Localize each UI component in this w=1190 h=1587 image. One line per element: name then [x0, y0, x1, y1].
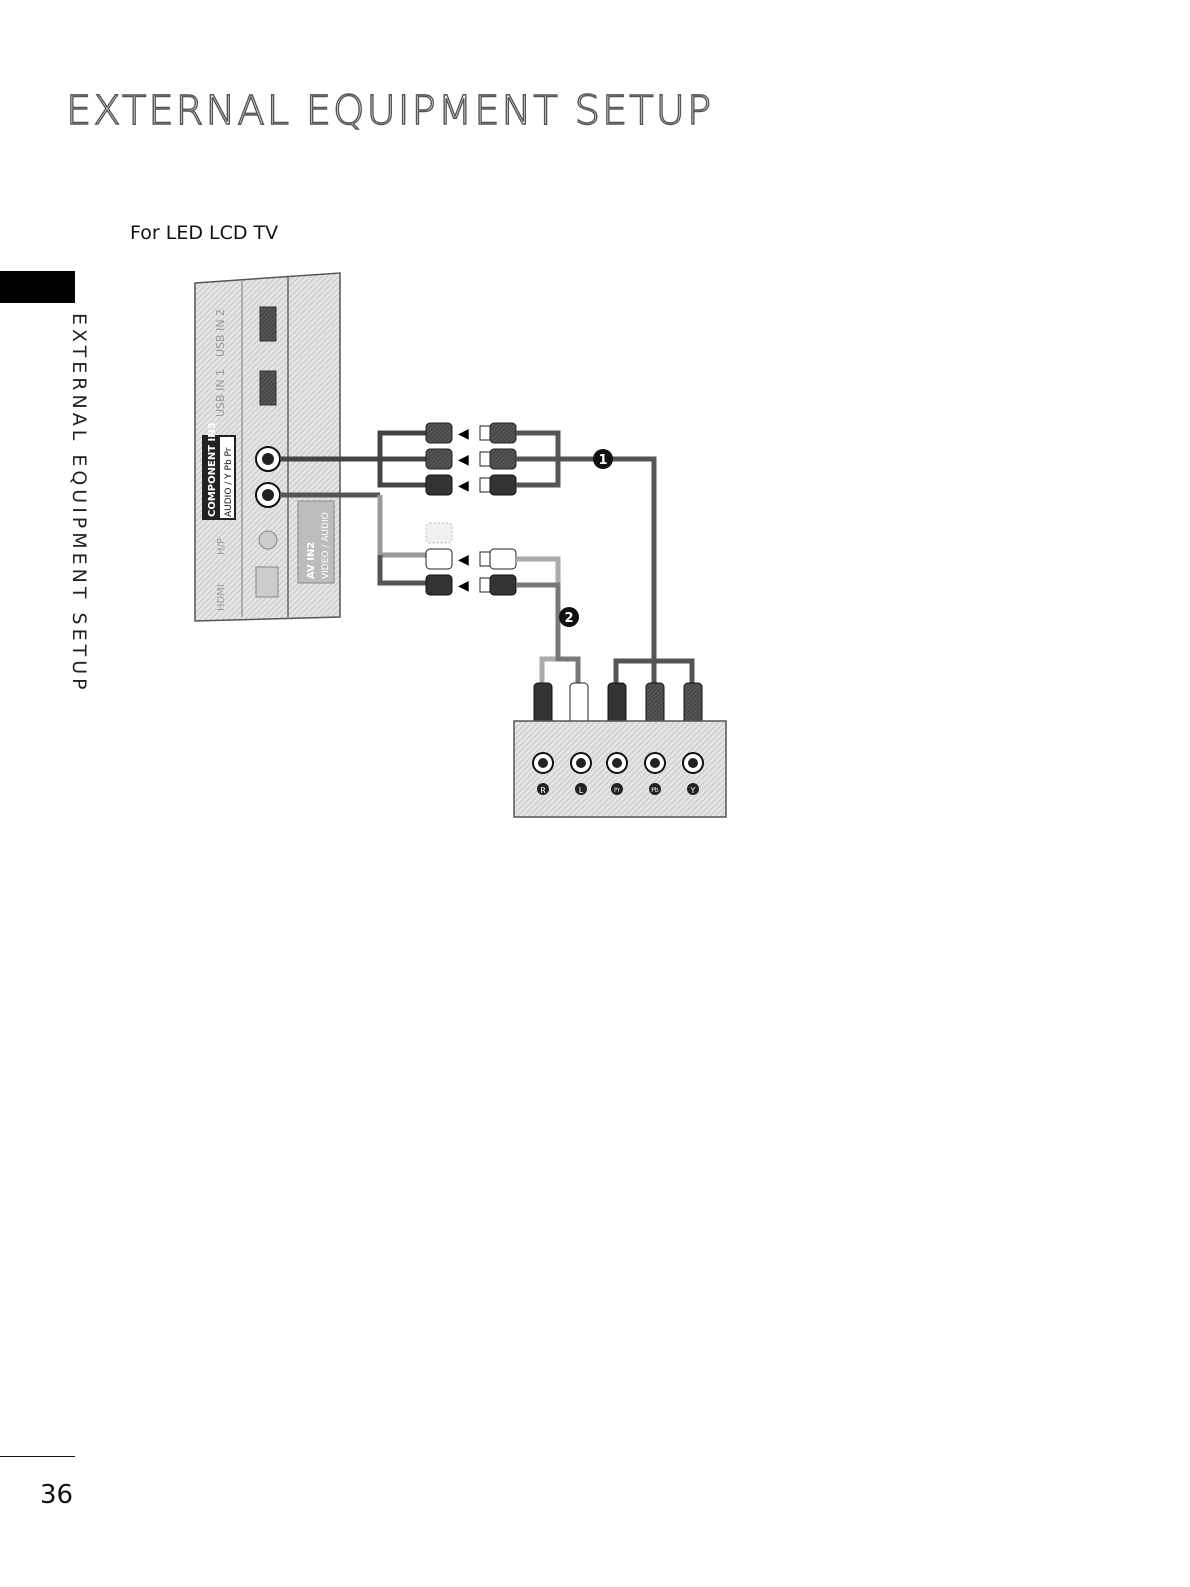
svg-text:◀: ◀: [458, 552, 469, 568]
device-jack-pb: Pb: [644, 752, 666, 795]
usb-port-2: [259, 306, 277, 342]
svg-text:◀: ◀: [458, 426, 469, 442]
connector-row-6: ◀: [425, 574, 517, 596]
side-section-label: EXTERNAL EQUIPMENT SETUP: [68, 313, 90, 694]
svg-text:◀: ◀: [458, 478, 469, 494]
av-sub-label: VIDEO / AUDIO: [321, 512, 331, 579]
svg-text:◀: ◀: [458, 452, 469, 468]
callout-2: 2: [559, 607, 579, 627]
device-jack-l: L: [570, 752, 592, 795]
device-jack-y: Y: [682, 752, 704, 795]
callout-1: 1: [593, 449, 613, 469]
svg-text:◀: ◀: [458, 578, 469, 594]
svg-text:L: L: [579, 786, 584, 795]
svg-text:Pb: Pb: [651, 787, 659, 794]
usb2-label: USB IN 2: [214, 309, 227, 357]
usb1-label: USB IN 1: [214, 369, 227, 417]
connector-row-1: ◀: [425, 422, 517, 444]
component-sub-label: AUDIO / Y Pb Pr: [224, 447, 234, 517]
connector-row-2: ◀: [425, 448, 517, 470]
hdmi-label: HDMI: [216, 584, 227, 611]
connector-row-3: ◀: [425, 474, 517, 496]
page-number: 36: [40, 1480, 74, 1510]
device-jack-pr: Pr: [606, 752, 628, 795]
svg-text:R: R: [540, 786, 546, 795]
svg-text:Y: Y: [690, 786, 696, 795]
device-jack-r: R: [532, 752, 554, 795]
page-title: EXTERNAL EQUIPMENT SETUP: [65, 87, 714, 134]
hp-label: H/P: [216, 538, 227, 555]
component-label: COMPONENT IN3: [207, 422, 218, 517]
svg-text:2: 2: [564, 611, 573, 626]
external-device: R L Pr Pb Y: [513, 720, 727, 818]
svg-text:1: 1: [598, 453, 607, 468]
usb-port-1: [259, 370, 277, 406]
connector-row-4: [425, 522, 453, 544]
connector-row-5: ◀: [425, 548, 517, 570]
device-plugs: [533, 682, 703, 730]
cable-connectors: ◀ ◀ ◀ ◀ ◀: [425, 422, 517, 596]
diagram-subtitle: For LED LCD TV: [130, 222, 279, 244]
tv-side-cables: [280, 430, 430, 586]
connection-diagram: USB IN 2 USB IN 1 COMPONENT IN3 AUDIO / …: [194, 272, 727, 818]
footer-rule: [0, 1456, 75, 1457]
device-side-cables: [516, 430, 695, 685]
section-tab-marker: [0, 271, 75, 303]
tv-side-panel: USB IN 2 USB IN 1 COMPONENT IN3 AUDIO / …: [194, 272, 341, 622]
svg-text:Pr: Pr: [614, 787, 621, 794]
av-label: AV IN2: [306, 542, 317, 579]
